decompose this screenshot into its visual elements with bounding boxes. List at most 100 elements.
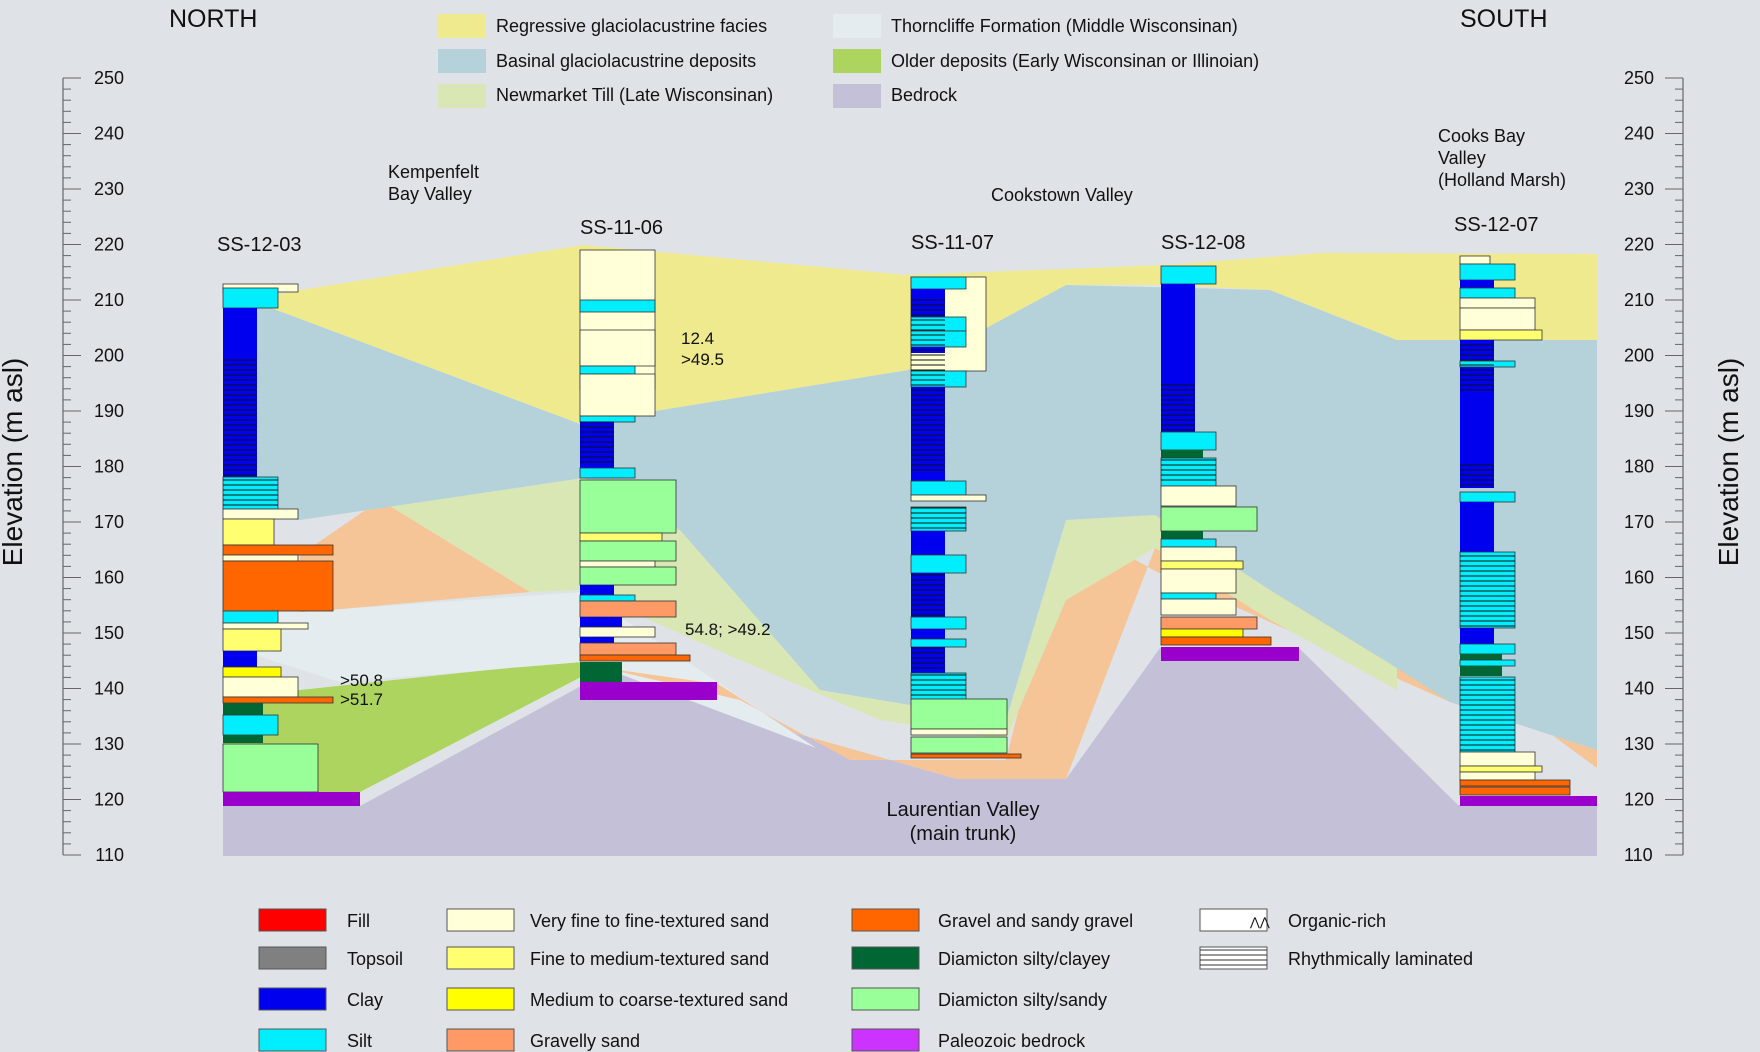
borehole-name-ss-11-07: SS-11-07 [911, 232, 994, 254]
layer-med-sand [579, 532, 663, 542]
legend-entry: Very fine to fine-textured sand [446, 908, 769, 932]
left-elevation-axis: 2502402302202102001901801701601501401301… [62, 68, 124, 865]
layer-clay [580, 617, 622, 627]
legend-swatch-thorncliffe [833, 14, 881, 38]
legend-swatch [446, 1028, 515, 1052]
layer-silt [910, 638, 967, 648]
axis-tick-label: 190 [1624, 401, 1654, 421]
axis-tick-label: 240 [1624, 124, 1654, 144]
legend-swatch [851, 908, 920, 932]
layer-fine-sand [1160, 598, 1237, 616]
layer-gravelly-sand [579, 600, 677, 618]
layer-med-sand [1459, 765, 1543, 773]
layer-diamicton-clayey [580, 662, 622, 682]
layer-clay [223, 651, 257, 667]
legend-label: Diamicton silty/sandy [938, 990, 1107, 1010]
layer-diamicton-clayey [1460, 654, 1502, 660]
layer-gravel [1459, 779, 1571, 787]
layer-gravel [910, 753, 1022, 759]
layer-silt [222, 610, 279, 624]
layer-diamicton-sandy [579, 566, 677, 586]
legend-entry: Gravelly sand [446, 1028, 640, 1052]
unit-newmarket-till [300, 478, 1397, 740]
legend-swatch-basinal [438, 49, 486, 73]
layer-gravelly-sand [579, 642, 677, 656]
valley-labels: Kempenfelt Bay Valley Cookstown Valley C… [388, 126, 1566, 845]
axis-tick-label: 140 [1624, 679, 1654, 699]
layer-clay [1460, 280, 1494, 288]
layer-silt [1459, 551, 1516, 629]
layer-fine-sand [579, 373, 656, 417]
layer-clay [911, 289, 945, 317]
layer-clay [1460, 502, 1494, 552]
layer-fine-sand [579, 626, 656, 638]
layer-clay [223, 308, 257, 478]
layer-gravel [222, 560, 334, 612]
legend-label: Fine to medium-textured sand [530, 949, 769, 969]
legend-swatch [1199, 908, 1268, 932]
legend-entry: Gravel and sandy gravel [851, 908, 1133, 932]
layer-diamicton-clayey [1460, 666, 1502, 676]
axis-tick-label: 160 [1624, 568, 1654, 588]
cooks-bay-label-line1: Cooks Bay [1438, 126, 1525, 146]
borehole-name-ss-12-08: SS-12-08 [1161, 232, 1246, 254]
layer-diamicton-clayey [223, 703, 263, 715]
layer-diamicton-sandy [1160, 506, 1258, 532]
layer-diamicton-clayey [223, 735, 263, 743]
layer-fine-sand [910, 494, 987, 502]
top-legend: Regressive glaciolacustrine facies Basin… [438, 14, 1259, 108]
annotation-age-1: >50.8 [340, 671, 383, 690]
legend-swatch [258, 1028, 327, 1052]
axis-tick-label: 210 [1624, 290, 1654, 310]
unit-early-gravel-north [300, 500, 530, 612]
legend-label-newmarket: Newmarket Till (Late Wisconsinan) [496, 85, 773, 105]
axis-tick-label: 230 [1624, 179, 1654, 199]
layer-silt [910, 616, 967, 630]
legend-swatch [1199, 946, 1268, 970]
axis-tick-label: 200 [94, 346, 124, 366]
legend-swatch [258, 946, 327, 970]
borehole-ss-12-08 [1160, 265, 1299, 661]
layer-gravel [1160, 636, 1272, 646]
layer-fine-sand [1459, 771, 1536, 781]
legend-swatch [258, 908, 327, 932]
legend-label-thorncliffe: Thorncliffe Formation (Middle Wisconsina… [891, 16, 1238, 36]
layer-clay [911, 531, 945, 555]
axis-tick-label: 230 [94, 179, 124, 199]
layer-silt [1459, 360, 1516, 368]
layer-fine-sand [579, 560, 656, 568]
layer-clay [911, 387, 945, 481]
laurentian-label-line1: Laurentian Valley [886, 799, 1039, 821]
legend-label: Gravelly sand [530, 1031, 640, 1051]
legend-swatch [446, 908, 515, 932]
legend-entry: Clay [258, 987, 383, 1011]
layer-diamicton-sandy [579, 479, 677, 534]
axis-tick-label: 150 [94, 623, 124, 643]
layer-fine-sand [222, 554, 299, 562]
north-label: NORTH [169, 5, 257, 33]
layer-clay [580, 585, 614, 595]
cooks-bay-label-line3: (Holland Marsh) [1438, 170, 1566, 190]
layer-silt [579, 299, 656, 313]
legend-entry: Medium to coarse-textured sand [446, 987, 788, 1011]
layer-paleozoic-bedrock [1460, 796, 1597, 806]
left-axis-title: Elevation (m asl) [0, 358, 28, 567]
borehole-ss-11-07 [910, 276, 1022, 759]
layer-med-sand [222, 518, 275, 546]
legend-label: Gravel and sandy gravel [938, 911, 1133, 931]
legend-entry: Diamicton silty/sandy [851, 987, 1107, 1011]
legend-label: Diamicton silty/clayey [938, 949, 1110, 969]
borehole-ss-11-06 [579, 249, 717, 700]
layer-silt [1459, 287, 1516, 299]
layer-silt [579, 467, 636, 479]
legend-entry: Rhythmically laminated [1199, 946, 1473, 970]
layer-gravelly-sand [1160, 616, 1258, 630]
organic-symbol: ⋀⋀ [1249, 915, 1270, 929]
layer-silt [1160, 457, 1217, 487]
layer-fine-sand [1160, 568, 1237, 594]
legend-label: Silt [347, 1031, 372, 1051]
layer-paleozoic-bedrock [1161, 647, 1299, 661]
layer-coarse-sand [1160, 628, 1244, 638]
layer-fine-sand [1160, 546, 1237, 562]
